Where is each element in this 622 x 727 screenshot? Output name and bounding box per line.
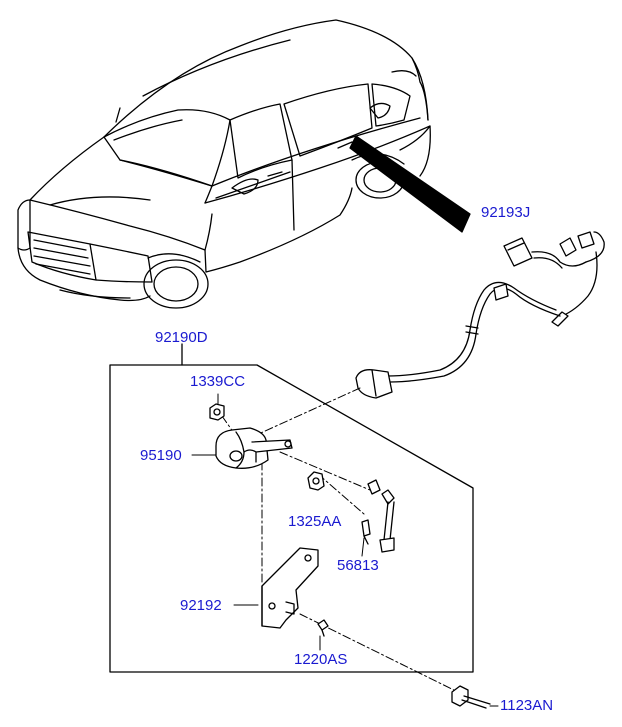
label-bolt-large[interactable]: 1123AN xyxy=(500,697,554,714)
label-link-rod[interactable]: 56813 xyxy=(337,557,379,574)
leader-wedge xyxy=(349,135,471,233)
label-nut-lower[interactable]: 1325AA xyxy=(288,513,342,530)
link-bolts xyxy=(361,479,381,545)
label-bracket[interactable]: 92192 xyxy=(180,597,222,614)
mounting-bracket xyxy=(261,547,319,629)
label-sensor-wiring[interactable]: 92193J xyxy=(481,204,531,221)
label-leaders xyxy=(191,393,499,707)
label-nut-upper[interactable]: 1339CC xyxy=(190,373,246,390)
sensor-wiring-harness xyxy=(355,231,605,399)
bolt-large xyxy=(451,685,491,709)
label-leveling-sensor[interactable]: 95190 xyxy=(140,447,182,464)
label-assembly[interactable]: 92190D xyxy=(155,329,208,346)
car-illustration xyxy=(17,19,431,309)
link-rod xyxy=(379,489,395,553)
nut-lower xyxy=(307,471,325,491)
label-bolt-small[interactable]: 1220AS xyxy=(294,651,348,668)
bolt-small xyxy=(317,619,329,637)
assembly-frame xyxy=(109,343,474,673)
leveling-sensor xyxy=(215,427,293,469)
nut-upper xyxy=(209,403,225,421)
